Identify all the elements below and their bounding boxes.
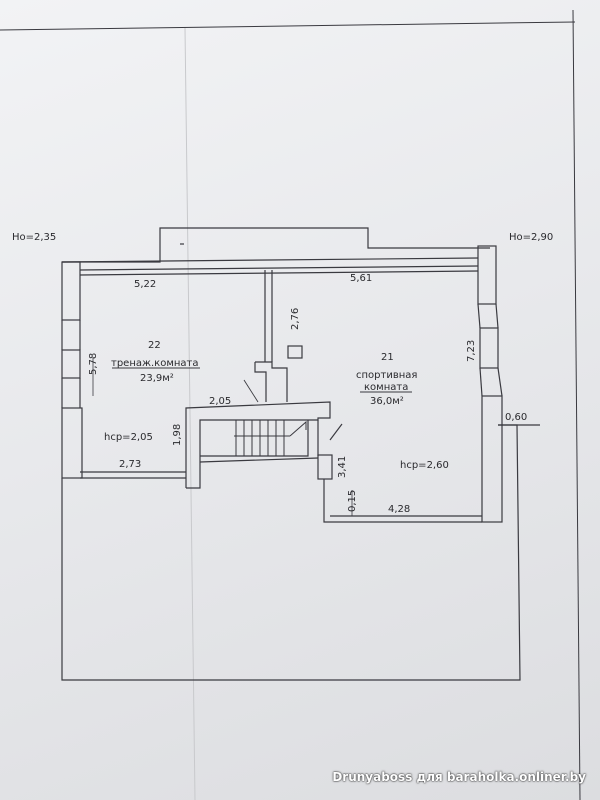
level-left: Hо=2,35 <box>12 232 56 243</box>
left-wall-segment-3 <box>61 407 83 479</box>
watermark: Drunyaboss для baraholka.onliner.by <box>332 770 586 784</box>
dim-corridor: 2,76 <box>290 308 301 330</box>
top-wall-inner <box>79 265 479 271</box>
dim-top-left: 5,22 <box>134 279 156 290</box>
stair-enclosure <box>200 420 309 457</box>
dim-stair-top: 2,05 <box>209 396 231 407</box>
stair-treads <box>234 420 307 456</box>
level-right: Hо=2,90 <box>509 232 553 243</box>
step-block <box>317 454 333 480</box>
room22-name: тренаж.комната <box>111 358 199 369</box>
dim-step: 3,41 <box>337 456 348 478</box>
room21-bottom-wall <box>323 479 482 523</box>
dim-stair-side: 1,98 <box>172 424 183 446</box>
top-wall-outer <box>61 257 479 263</box>
dim-top-right: 5,61 <box>350 273 372 284</box>
room22-hcp: hср=2,05 <box>104 432 153 443</box>
sheet-frame-right <box>572 9 581 800</box>
dim-right-wall: 7,23 <box>466 340 477 362</box>
dim-bottom-right: 4,28 <box>388 504 410 515</box>
dim-outside: 0,60 <box>505 412 527 423</box>
right-window-2b <box>497 367 503 397</box>
dim-small: 0,15 <box>347 490 358 512</box>
room21-hcp: hср=2,60 <box>400 460 449 471</box>
room21-name-line2: комната <box>364 382 408 393</box>
top-wall-inner2 <box>79 270 479 276</box>
right-wall-segment-1 <box>477 245 497 305</box>
right-wall-segment-2 <box>479 327 499 369</box>
corridor-shaft <box>287 345 303 359</box>
right-window-1b <box>495 303 499 329</box>
room21-name-line1: спортивная <box>356 370 417 381</box>
left-wall-segment-2 <box>61 349 81 379</box>
sheet-frame-top <box>0 21 576 31</box>
room22-number: 22 <box>148 340 161 351</box>
room21-number: 21 <box>381 352 394 363</box>
corridor-step-2 <box>254 362 267 402</box>
dim-leader-205 <box>243 379 259 403</box>
right-window-1 <box>477 303 481 329</box>
corridor-step <box>255 361 288 402</box>
room21-area: 36,0м² <box>370 396 404 407</box>
door-swing <box>329 423 343 441</box>
right-wall-segment-3 <box>481 395 503 523</box>
fold-line <box>184 27 196 800</box>
room22-area: 23,9м² <box>140 373 174 384</box>
right-window-2 <box>479 367 483 397</box>
stair-wall <box>185 401 331 489</box>
roof-outline <box>62 227 490 263</box>
dim-bottom-left: 2,73 <box>119 459 141 470</box>
dim-left-wall: 5,78 <box>88 353 99 375</box>
stair-enclosure-2 <box>199 457 319 463</box>
left-wall-segment-1 <box>61 261 81 321</box>
